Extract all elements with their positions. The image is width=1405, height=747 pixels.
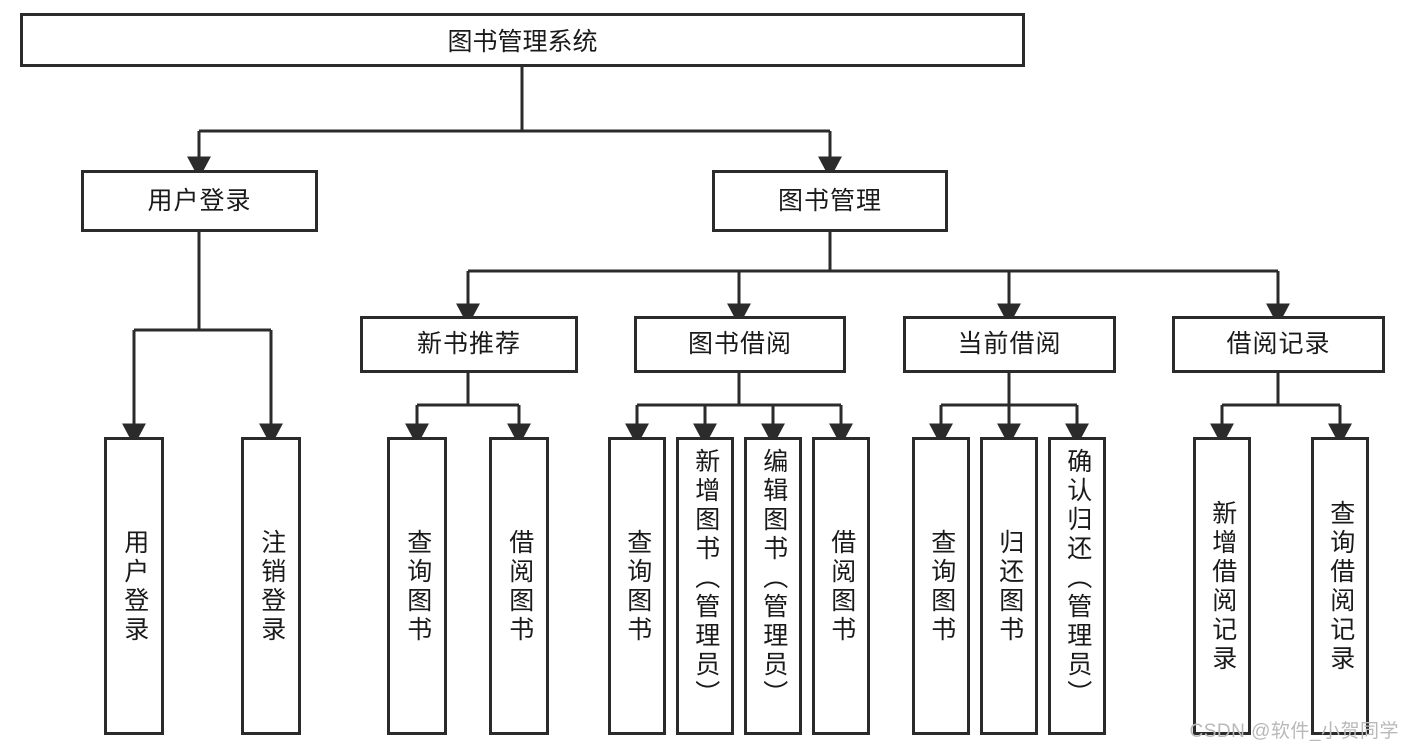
leaf-user-login-logout[interactable]: 注销登录 [241,437,301,735]
leaf-label: 借阅图书 [827,529,856,645]
node-label: 当前借阅 [957,330,1062,359]
leaf-label: 新增图书（管理员） [691,448,720,709]
leaf-current-borrow-confirm-return-admin[interactable]: 确认归还（管理员） [1048,437,1106,735]
node-label: 图书管理系统 [447,28,598,56]
node-book-management[interactable]: 图书管理 [712,170,948,232]
leaf-label: 确认归还（管理员） [1063,448,1092,709]
leaf-borrow-record-query-record[interactable]: 查询借阅记录 [1311,437,1369,735]
leaf-borrow-record-add-record[interactable]: 新增借阅记录 [1193,437,1251,735]
leaf-label: 编辑图书（管理员） [759,448,788,709]
leaf-text-wrap: 查询借阅记录 [1314,442,1366,732]
node-current-borrow[interactable]: 当前借阅 [903,316,1116,373]
leaf-label: 归还图书 [995,529,1024,645]
leaf-text-wrap: 归还图书 [983,442,1035,732]
leaf-book-borrow-query-book[interactable]: 查询图书 [608,437,666,735]
node-label: 新书推荐 [416,330,521,359]
leaf-label: 查询图书 [927,529,956,645]
leaf-label: 注销登录 [257,529,286,645]
leaf-current-borrow-return-book[interactable]: 归还图书 [980,437,1038,735]
leaf-text-wrap: 借阅图书 [815,442,867,732]
node-label: 借阅记录 [1226,330,1331,359]
leaf-text-wrap: 用户登录 [107,442,161,732]
leaf-book-borrow-edit-book-admin[interactable]: 编辑图书（管理员） [744,437,802,735]
leaf-text-wrap: 新增图书（管理员） [679,442,731,732]
node-user-login[interactable]: 用户登录 [81,170,318,232]
node-new-book-recommend[interactable]: 新书推荐 [360,316,578,373]
leaf-new-book-borrow-book[interactable]: 借阅图书 [489,437,549,735]
leaf-label: 用户登录 [120,529,149,645]
node-label: 图书管理 [777,186,882,215]
leaf-label: 查询图书 [623,529,652,645]
node-root-book-management-system[interactable]: 图书管理系统 [20,13,1025,67]
node-label: 用户登录 [147,186,252,215]
node-book-borrow[interactable]: 图书借阅 [634,316,846,373]
node-borrow-record[interactable]: 借阅记录 [1172,316,1385,373]
leaf-new-book-query-book[interactable]: 查询图书 [387,437,447,735]
leaf-text-wrap: 查询图书 [611,442,663,732]
leaf-text-wrap: 借阅图书 [492,442,546,732]
node-label: 图书借阅 [687,330,792,359]
leaf-current-borrow-query-book[interactable]: 查询图书 [912,437,970,735]
leaf-book-borrow-borrow-book[interactable]: 借阅图书 [812,437,870,735]
leaf-label: 查询借阅记录 [1326,500,1355,674]
leaf-label: 新增借阅记录 [1208,500,1237,674]
leaf-user-login-login[interactable]: 用户登录 [104,437,164,735]
leaf-text-wrap: 确认归还（管理员） [1051,442,1103,732]
leaf-book-borrow-add-book-admin[interactable]: 新增图书（管理员） [676,437,734,735]
leaf-label: 查询图书 [403,529,432,645]
leaf-text-wrap: 查询图书 [390,442,444,732]
leaf-label: 借阅图书 [505,529,534,645]
watermark-text: CSDN @软件_小贺同学 [1189,721,1399,742]
leaf-text-wrap: 新增借阅记录 [1196,442,1248,732]
leaf-text-wrap: 注销登录 [244,442,298,732]
leaf-text-wrap: 查询图书 [915,442,967,732]
leaf-text-wrap: 编辑图书（管理员） [747,442,799,732]
